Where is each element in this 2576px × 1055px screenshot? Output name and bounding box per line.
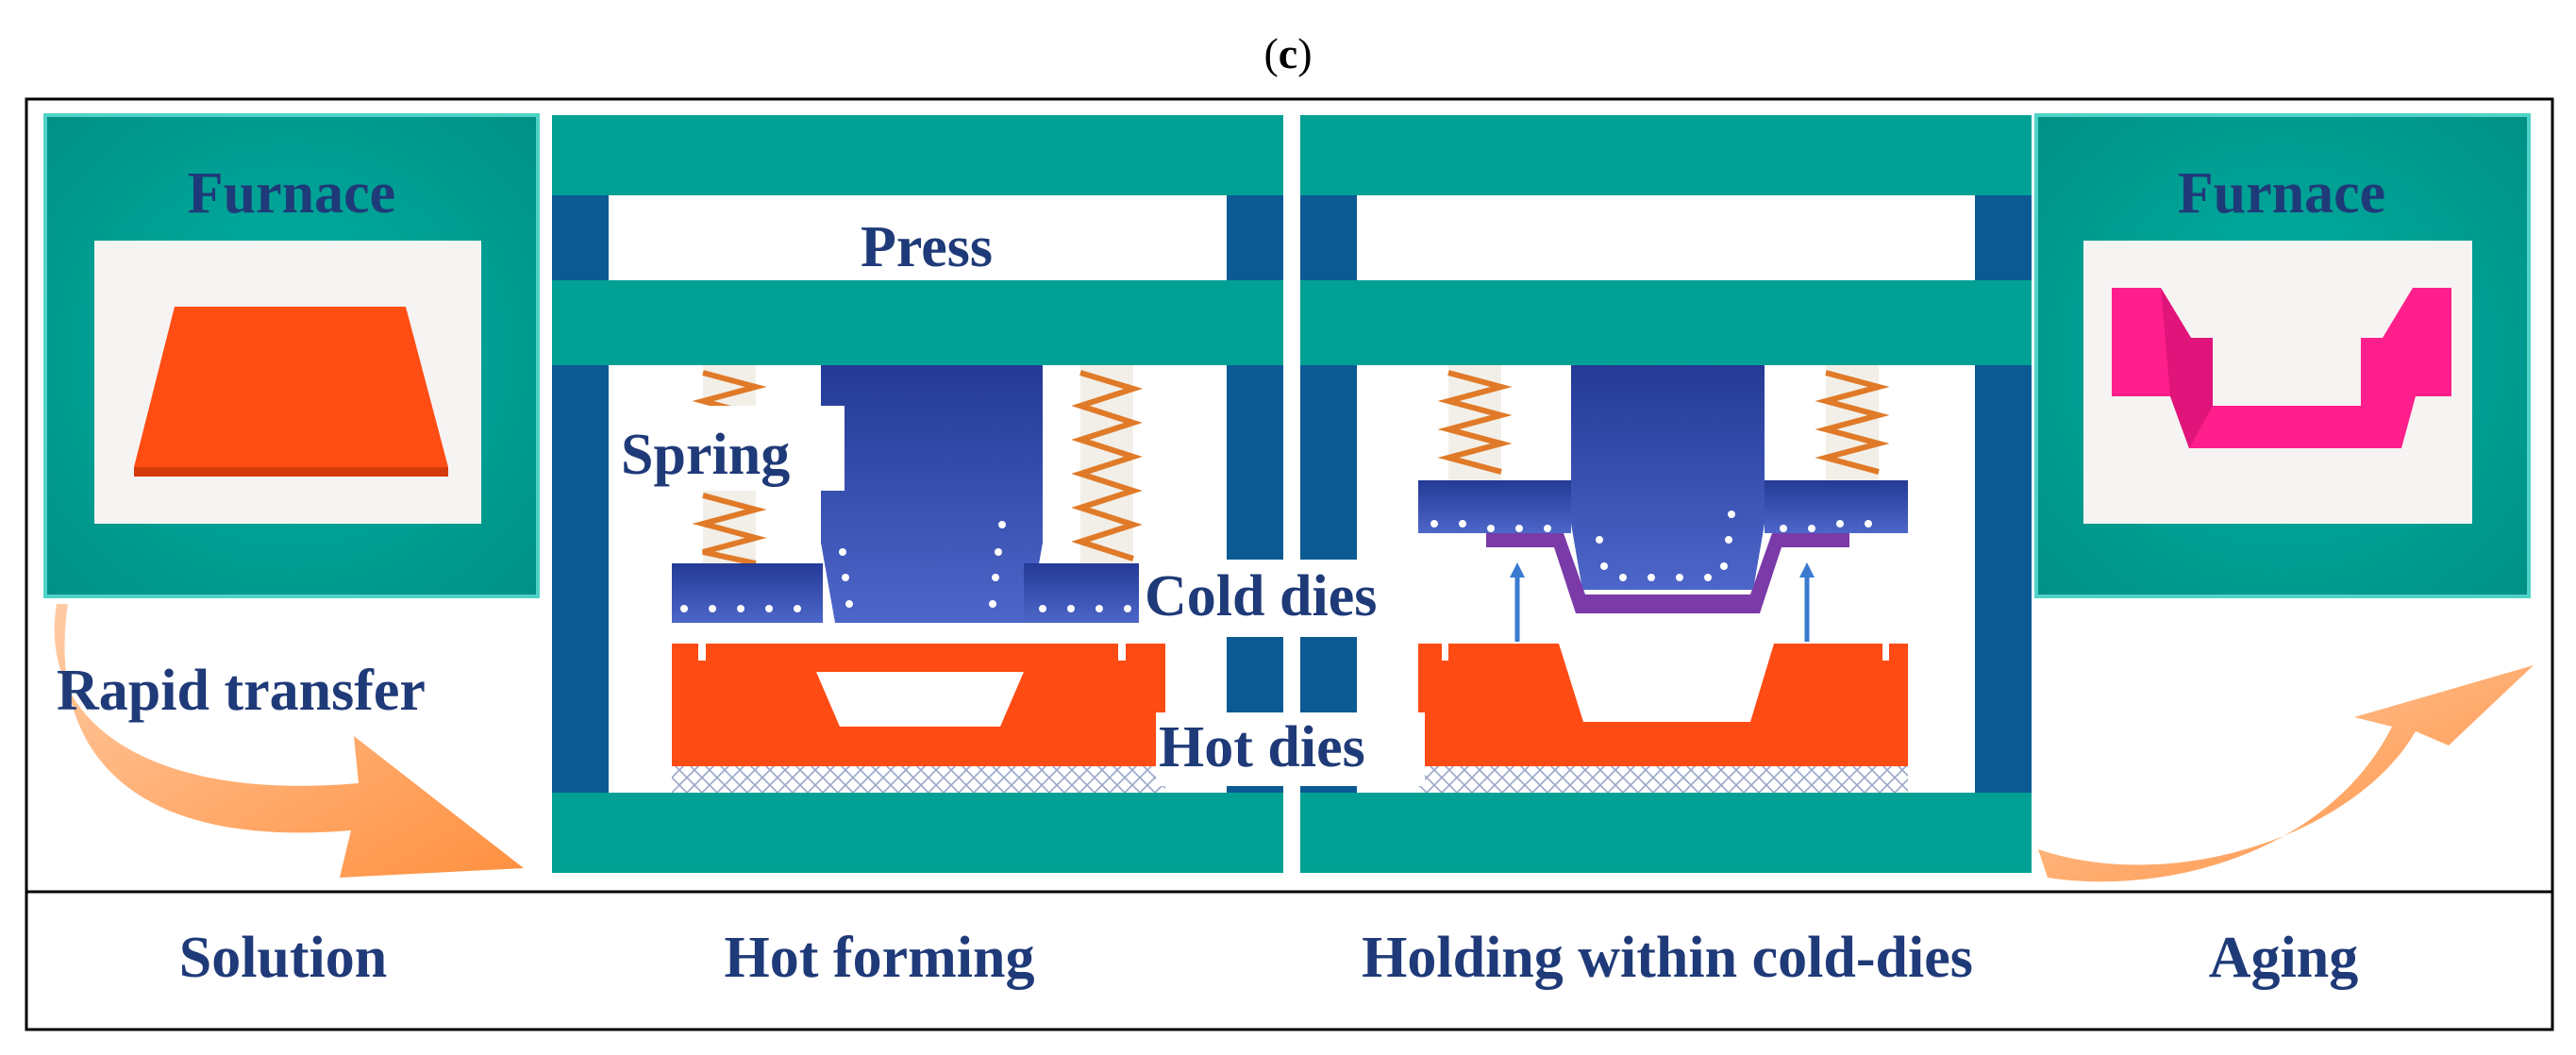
diagram-frame [25, 97, 2554, 1031]
figure-label: (c) [1263, 29, 1312, 77]
hatched-base [672, 766, 1165, 793]
up-arrow-icon [1799, 562, 1815, 642]
hatched-base [1418, 766, 1908, 793]
furnace-right: Furnace [2034, 113, 2531, 598]
hot-dies-label: Hot dies [1159, 715, 1365, 779]
cold-die-right [1024, 563, 1139, 623]
curved-arrow-icon [2038, 665, 2534, 882]
press-label: Press [861, 215, 993, 279]
furnace-right-label: Furnace [2178, 161, 2385, 226]
stage-solution: Solution [179, 926, 388, 990]
punch [1571, 365, 1765, 590]
cold-die-right [1765, 480, 1908, 533]
stage-aging: Aging [2209, 926, 2358, 990]
up-arrow-icon [1510, 562, 1525, 642]
press-hot-forming [552, 115, 1283, 873]
blank-sheet [134, 307, 448, 467]
punch [821, 365, 1043, 623]
stage-holding: Holding within cold-dies [1362, 926, 1973, 990]
spring-label: Spring [621, 423, 790, 487]
furnace-left-label: Furnace [188, 161, 395, 226]
cold-die-left [672, 563, 823, 623]
stage-hot-forming: Hot forming [725, 926, 1035, 990]
formed-part-purple [1486, 533, 1849, 613]
cold-die-left [1418, 480, 1571, 533]
cold-dies-label: Cold dies [1145, 564, 1377, 628]
spring-coil-icon [1071, 365, 1144, 563]
hot-die-right-press [1418, 644, 1908, 766]
spring-coil-icon [1437, 365, 1513, 480]
rapid-transfer-label: Rapid transfer [57, 659, 426, 723]
spring-coil-icon [1815, 365, 1890, 480]
furnace-left: Furnace [43, 113, 540, 598]
press-holding [1300, 115, 2032, 873]
curved-arrow-icon [54, 604, 524, 878]
